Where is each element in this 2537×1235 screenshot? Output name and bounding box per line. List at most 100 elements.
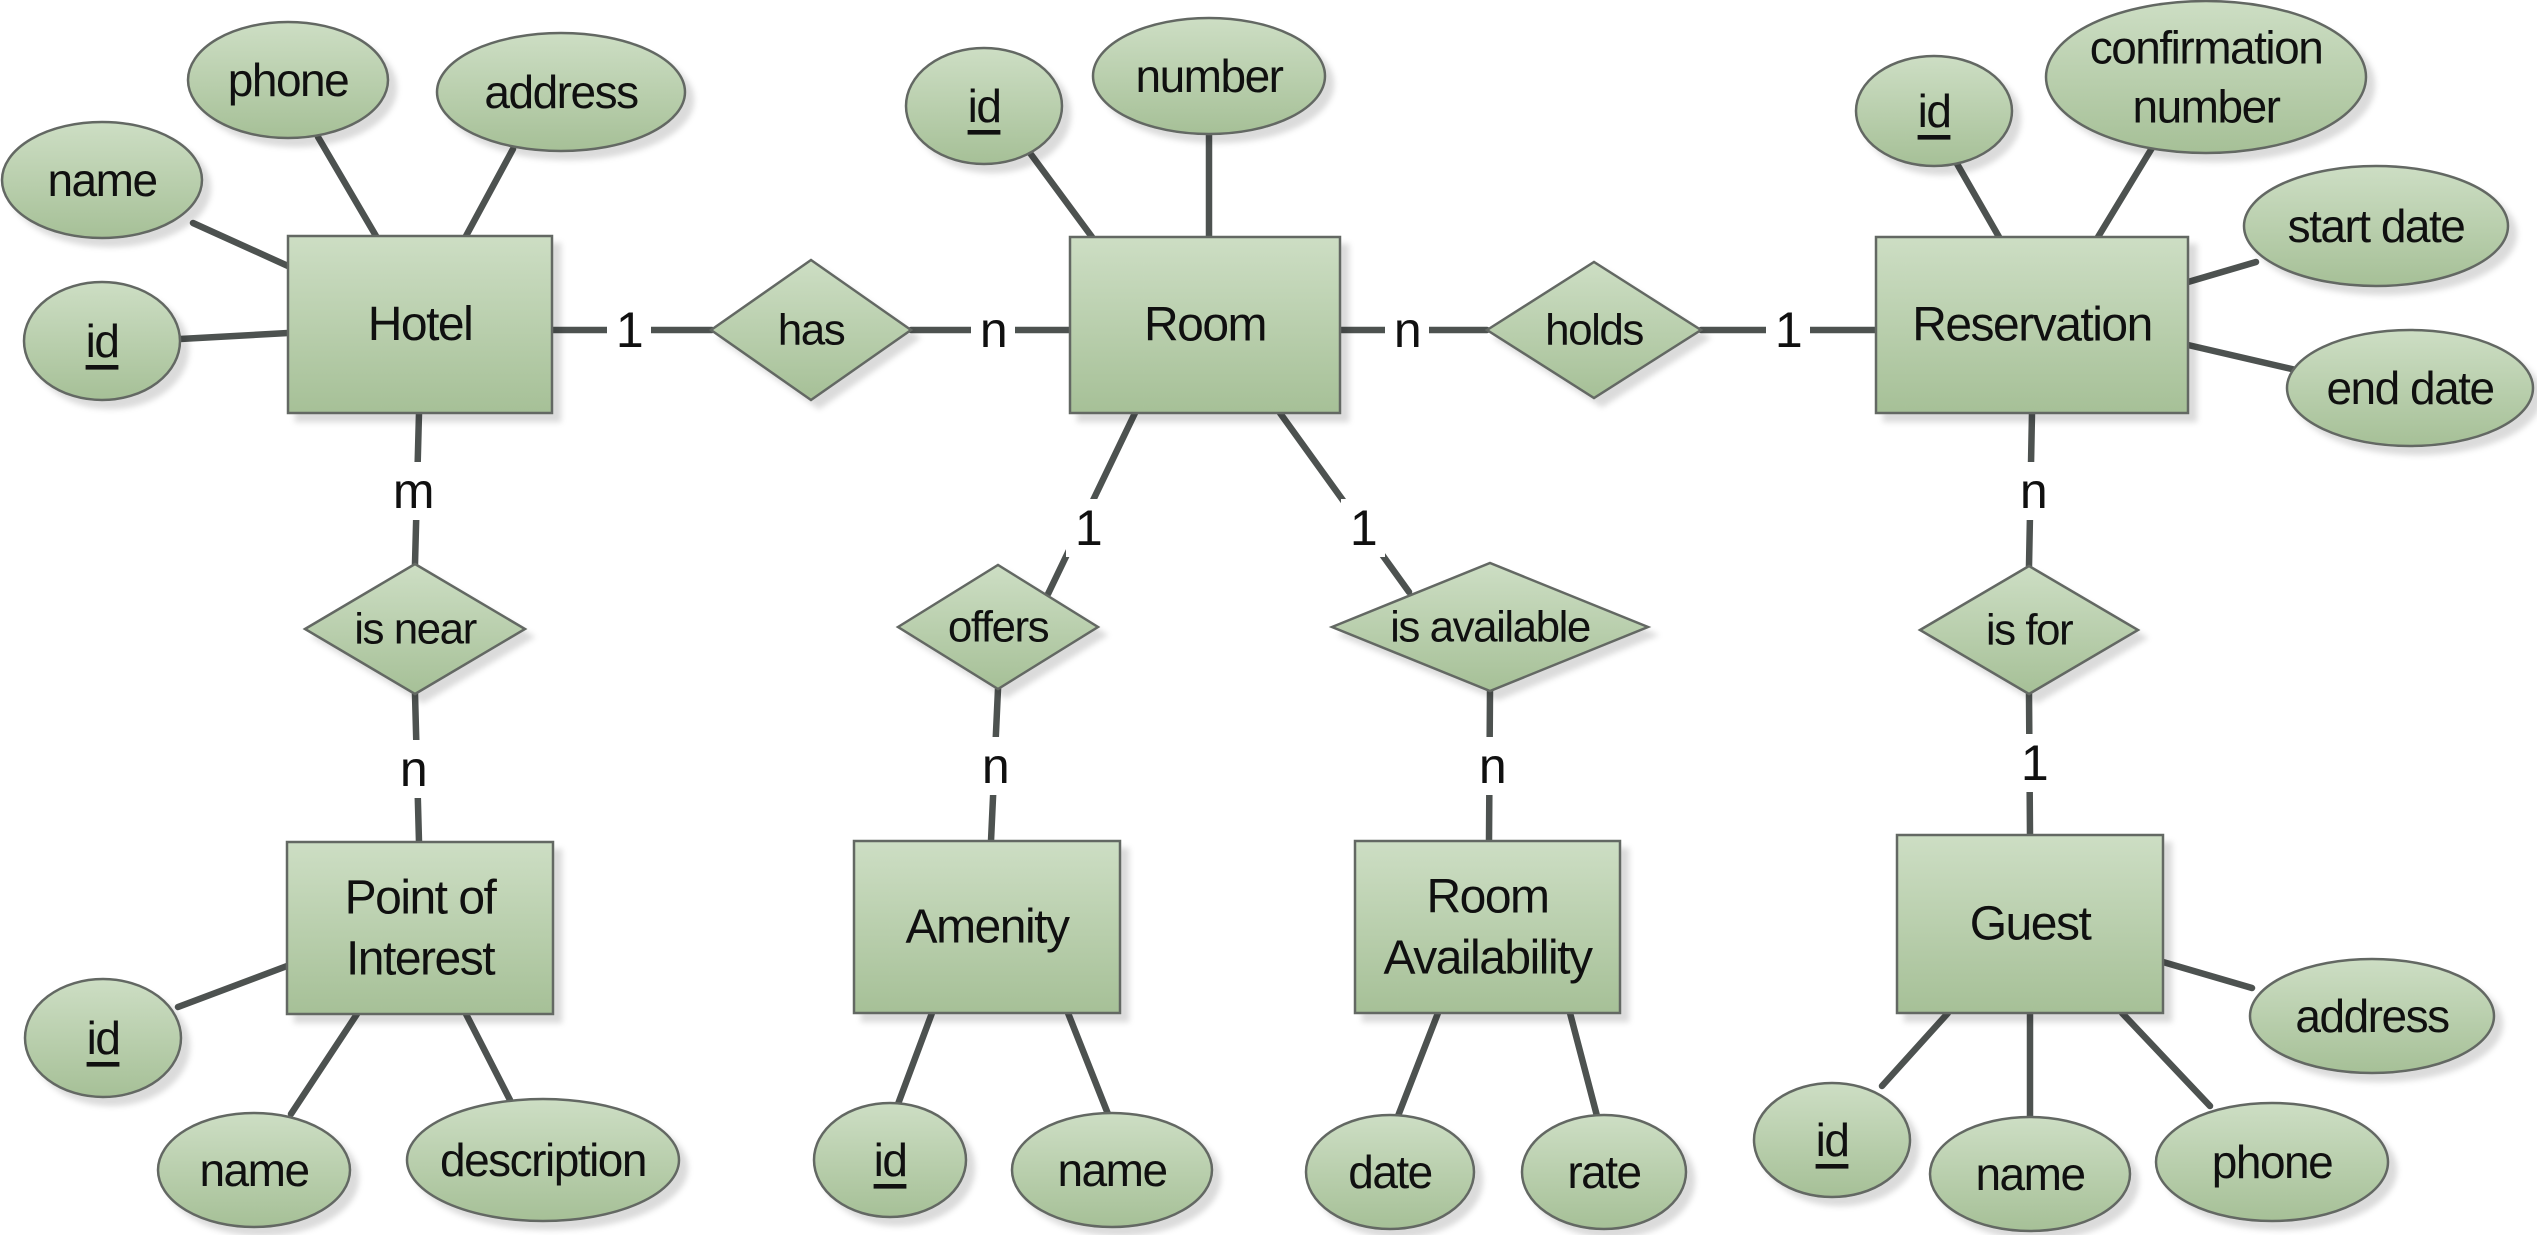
- cardinality-label-has-room: n: [980, 302, 1006, 358]
- edge-hotel-to-phone: [314, 133, 380, 240]
- edge-hotel-to-address: [462, 145, 517, 240]
- attribute-hotel-phone: [186, 20, 390, 140]
- cardinality-halo-is-near-poi: [391, 740, 435, 798]
- edge-guest-to-address: [2159, 958, 2256, 992]
- attribute-guest-id: [1752, 1081, 1912, 1199]
- cardinality-label-is-for-guest: 1: [2021, 735, 2047, 791]
- attribute-room-availability-rate-label: rate: [1567, 1146, 1640, 1198]
- attribute-poi-description-label: description: [440, 1134, 646, 1186]
- relationship-is-for: [1917, 564, 2141, 696]
- attribute-guest-name-label: name: [1975, 1148, 2084, 1200]
- entity-point-of-interest: [285, 840, 555, 1016]
- attribute-amenity-id-label: id: [874, 1134, 907, 1186]
- edge-guest-to-phone: [2118, 1009, 2214, 1110]
- attribute-hotel-id-label: id: [86, 315, 119, 367]
- cardinality-label-room-is-available: 1: [1350, 500, 1376, 556]
- cardinality-label-is-available-room-availability: n: [1479, 738, 1505, 794]
- attribute-reservation-start-date-label: start date: [2288, 200, 2465, 252]
- cardinality-halo-hotel-has: [607, 301, 651, 359]
- entity-hotel-label: Hotel: [368, 298, 473, 351]
- attribute-amenity-name: [1010, 1111, 1214, 1229]
- cardinality-label-room-offers: 1: [1075, 500, 1101, 556]
- attribute-reservation-start-date: [2242, 164, 2510, 288]
- attribute-guest-address: [2248, 957, 2496, 1075]
- entity-hotel: [286, 234, 554, 415]
- attribute-room-id: [904, 46, 1064, 166]
- edge-poi-to-description: [462, 1010, 514, 1104]
- attribute-guest-phone-label: phone: [2212, 1136, 2332, 1188]
- attribute-hotel-address-label: address: [484, 66, 638, 118]
- cardinality-label-room-holds: n: [1394, 302, 1420, 358]
- edge-hotel-to-name: [189, 219, 292, 270]
- attribute-guest-phone: [2154, 1101, 2390, 1223]
- cardinality-halo-room-holds: [1385, 301, 1429, 359]
- attribute-reservation-id-label: id: [1918, 85, 1951, 137]
- entity-reservation: [1874, 235, 2190, 415]
- cardinality-halo-has-room: [971, 301, 1015, 359]
- attribute-room-availability-date: [1304, 1113, 1476, 1231]
- attribute-poi-name: [156, 1111, 352, 1229]
- edge-amenity-to-name: [1064, 1009, 1112, 1118]
- edge-layer: [174, 130, 2300, 1121]
- edge-guest-to-id: [1878, 1009, 1952, 1090]
- cardinality-halo-offers-amenity: [973, 737, 1017, 795]
- edge-poi-to-id: [174, 962, 291, 1011]
- edge-reservation-to-start-date: [2184, 258, 2260, 286]
- attribute-hotel-id: [22, 280, 182, 402]
- relationship-holds-label: holds: [1545, 306, 1643, 355]
- edge-room-to-id: [1026, 149, 1096, 241]
- edge-room-availability-to-date: [1394, 1009, 1442, 1120]
- cardinality-halo-is-for-guest: [2012, 734, 2056, 792]
- attribute-reservation-confirmation-number: [2044, 0, 2368, 155]
- attribute-room-number: [1091, 16, 1327, 136]
- cardinality-halo-room-offers: [1066, 499, 1110, 557]
- relationship-holds: [1484, 260, 1704, 400]
- attribute-amenity-id: [812, 1101, 968, 1219]
- entity-guest-label: Guest: [1970, 898, 2092, 951]
- attribute-room-availability-rate: [1520, 1113, 1688, 1231]
- cardinality-halo-holds-reservation: [1766, 301, 1810, 359]
- attribute-hotel-phone-label: phone: [228, 54, 348, 106]
- attribute-poi-id: [23, 977, 183, 1099]
- entity-amenity-label: Amenity: [906, 901, 1070, 954]
- entity-reservation-label: Reservation: [1912, 299, 2152, 352]
- cardinality-label-hotel-has: 1: [616, 302, 642, 358]
- edge-poi-to-name: [287, 1010, 361, 1118]
- attribute-reservation-end-date-label: end date: [2326, 362, 2493, 414]
- cardinality-label-offers-amenity: n: [982, 738, 1008, 794]
- relationship-is-available-label: is available: [1390, 603, 1590, 652]
- attribute-amenity-name-label: name: [1057, 1144, 1166, 1196]
- edge-reservation-to-id: [1952, 158, 2003, 241]
- edge-reservation-to-confirmation-number: [2094, 144, 2156, 241]
- cardinality-label-holds-reservation: 1: [1775, 302, 1801, 358]
- edge-hotel-to-id: [176, 329, 292, 343]
- attribute-room-availability-date-label: date: [1348, 1146, 1432, 1198]
- cardinality-label-is-near-poi: n: [400, 741, 426, 797]
- cardinality-halo-room-is-available: [1341, 499, 1385, 557]
- edge-amenity-to-id: [894, 1009, 936, 1108]
- attribute-guest-id-label: id: [1816, 1114, 1849, 1166]
- attribute-reservation-end-date: [2285, 328, 2535, 448]
- relationship-is-available: [1328, 561, 1652, 693]
- cardinality-label-reservation-is-for: n: [2020, 463, 2046, 519]
- cardinality-label-hotel-is-near: m: [393, 463, 433, 519]
- edge-reservation-to-end-date: [2184, 341, 2300, 374]
- cardinality-halo-is-available-room-availability: [1470, 737, 1514, 795]
- relationship-has-label: has: [778, 306, 845, 355]
- attribute-poi-name-label: name: [199, 1144, 308, 1196]
- attribute-guest-name: [1928, 1115, 2132, 1233]
- entity-room: [1068, 235, 1342, 415]
- entity-amenity: [852, 839, 1122, 1015]
- entity-room-availability: [1353, 839, 1622, 1015]
- attribute-hotel-address: [435, 31, 687, 153]
- cardinality-halo-hotel-is-near: [384, 462, 442, 520]
- relationship-has: [708, 258, 914, 402]
- entity-guest: [1895, 833, 2165, 1015]
- attribute-hotel-name-label: name: [47, 154, 156, 206]
